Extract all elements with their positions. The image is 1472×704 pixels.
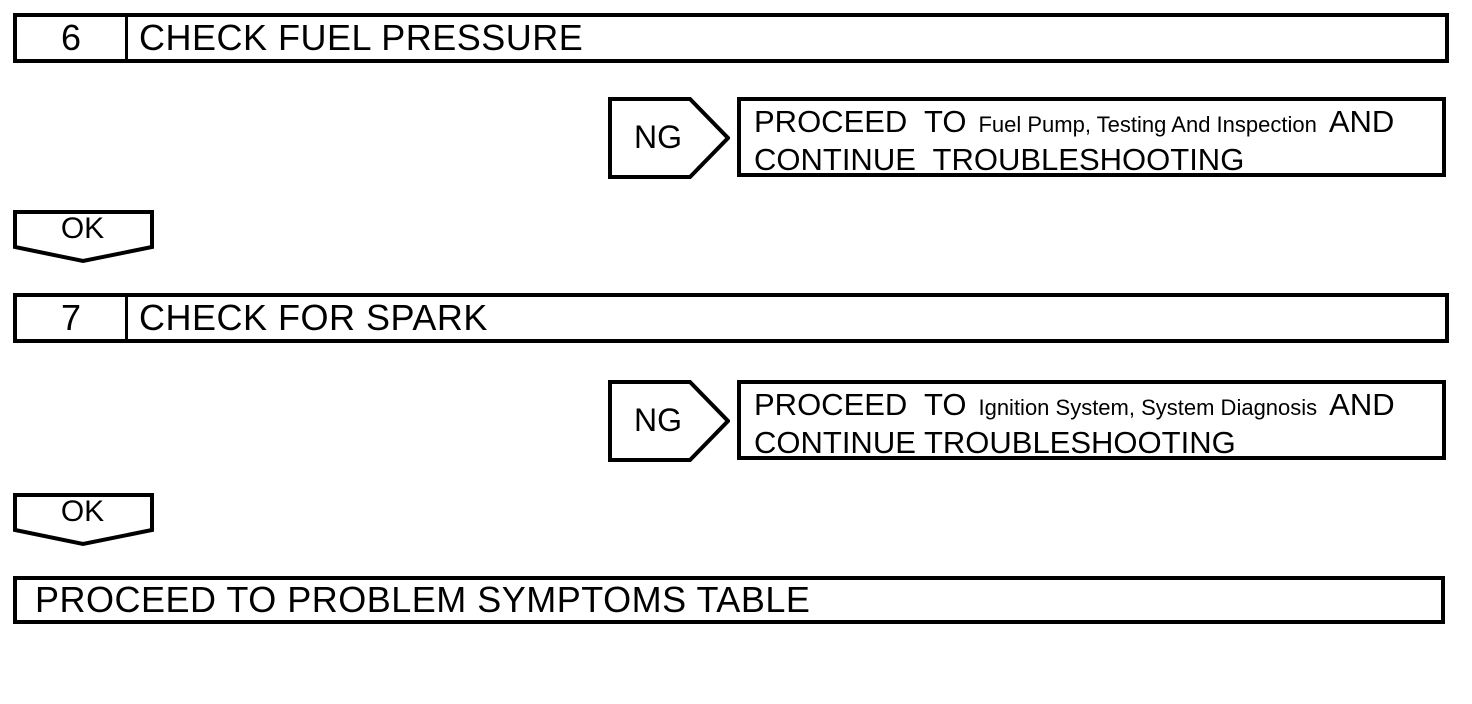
ng-action-box: PROCEED TO Fuel Pump, Testing And Inspect… — [737, 97, 1446, 177]
step-6-header: 6 CHECK FUEL PRESSURE — [13, 13, 1449, 63]
ng-label: NG — [634, 401, 682, 438]
ng-pentagon-icon — [608, 97, 730, 179]
action-lead: PROCEED TO — [754, 104, 967, 139]
action-reference: Fuel Pump, Testing And Inspection — [978, 112, 1317, 137]
step-number: 6 — [17, 17, 128, 59]
step-title: CHECK FOR SPARK — [139, 297, 488, 338]
ok-label: OK — [60, 212, 105, 245]
ok-pennant-icon — [13, 210, 154, 264]
action-tail: AND — [1328, 104, 1395, 139]
ng-action-box: PROCEED TO Ignition System, System Diagno… — [737, 380, 1446, 460]
action-lead: PROCEED TO — [754, 387, 967, 422]
action-line-1: PROCEED TO Fuel Pump, Testing And Inspect… — [754, 104, 1442, 142]
ng-label: NG — [634, 118, 682, 155]
action-line-2: CONTINUE TROUBLESHOOTING — [754, 142, 1245, 177]
ng-connector: NG — [608, 380, 730, 462]
action-line-2: CONTINUE TROUBLESHOOTING — [754, 425, 1236, 460]
ok-pennant-icon — [13, 493, 154, 547]
action-tail: AND — [1329, 387, 1395, 422]
action-line-1: PROCEED TO Ignition System, System Diagno… — [754, 387, 1442, 425]
final-instruction-box: PROCEED TO PROBLEM SYMPTOMS TABLE — [13, 576, 1445, 624]
step-title: CHECK FUEL PRESSURE — [139, 17, 584, 58]
ok-label: OK — [60, 495, 105, 528]
ok-connector: OK — [13, 493, 154, 548]
ng-pentagon-icon — [608, 380, 730, 462]
step-number: 7 — [17, 297, 128, 339]
ok-connector: OK — [13, 210, 154, 265]
action-reference: Ignition System, System Diagnosis — [978, 395, 1318, 420]
ng-connector: NG — [608, 97, 730, 179]
step-7-header: 7 CHECK FOR SPARK — [13, 293, 1449, 343]
